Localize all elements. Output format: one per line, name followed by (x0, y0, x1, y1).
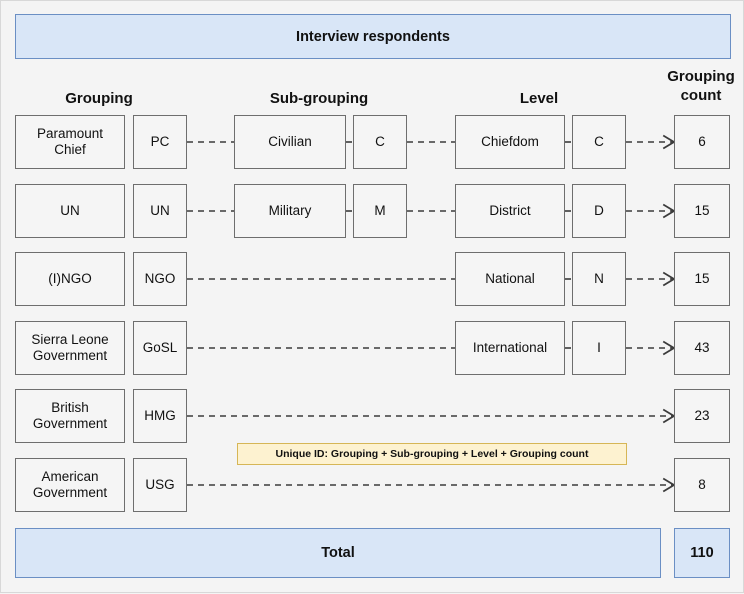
grouping-code-box[interactable]: USG (133, 458, 187, 512)
level-box[interactable]: International (455, 321, 565, 375)
column-header-level: Level (519, 90, 559, 107)
grouping-code-box[interactable]: PC (133, 115, 187, 169)
grouping-count-box[interactable]: 15 (674, 184, 730, 238)
grouping-count-box[interactable]: 8 (674, 458, 730, 512)
sub-grouping-code-box[interactable]: C (353, 115, 407, 169)
unique-id-legend: Unique ID: Grouping + Sub-grouping + Lev… (237, 443, 627, 465)
grouping-count-box[interactable]: 23 (674, 389, 730, 443)
grouping-code-box[interactable]: UN (133, 184, 187, 238)
grouping-box[interactable]: Sierra Leone Government (15, 321, 125, 375)
grouping-box[interactable]: Paramount Chief (15, 115, 125, 169)
unique-id-legend-label: Unique ID: Grouping + Sub-grouping + Lev… (275, 448, 589, 460)
level-code-box[interactable]: I (572, 321, 626, 375)
grouping-box[interactable]: UN (15, 184, 125, 238)
sub-grouping-code-box[interactable]: M (353, 184, 407, 238)
grouping-box[interactable]: British Government (15, 389, 125, 443)
level-box[interactable]: National (455, 252, 565, 306)
page-title: Interview respondents (296, 28, 450, 45)
column-header-sub-grouping: Sub-grouping (269, 90, 369, 107)
column-header-grouping-count: Grouping count (667, 68, 735, 104)
grouping-code-box[interactable]: NGO (133, 252, 187, 306)
level-code-box[interactable]: C (572, 115, 626, 169)
grouping-code-box[interactable]: HMG (133, 389, 187, 443)
total-banner: Total (15, 528, 661, 578)
grouping-count-box[interactable]: 15 (674, 252, 730, 306)
total-value: 110 (690, 545, 714, 561)
sub-grouping-box[interactable]: Military (234, 184, 346, 238)
total-label: Total (321, 545, 355, 561)
column-header-grouping: Grouping (65, 90, 133, 107)
grouping-count-box[interactable]: 43 (674, 321, 730, 375)
grouping-count-box[interactable]: 6 (674, 115, 730, 169)
grouping-box[interactable]: (I)NGO (15, 252, 125, 306)
level-code-box[interactable]: D (572, 184, 626, 238)
header-banner: Interview respondents (15, 14, 731, 59)
grouping-code-box[interactable]: GoSL (133, 321, 187, 375)
level-code-box[interactable]: N (572, 252, 626, 306)
level-box[interactable]: District (455, 184, 565, 238)
level-box[interactable]: Chiefdom (455, 115, 565, 169)
sub-grouping-box[interactable]: Civilian (234, 115, 346, 169)
total-value-box: 110 (674, 528, 730, 578)
grouping-box[interactable]: American Government (15, 458, 125, 512)
